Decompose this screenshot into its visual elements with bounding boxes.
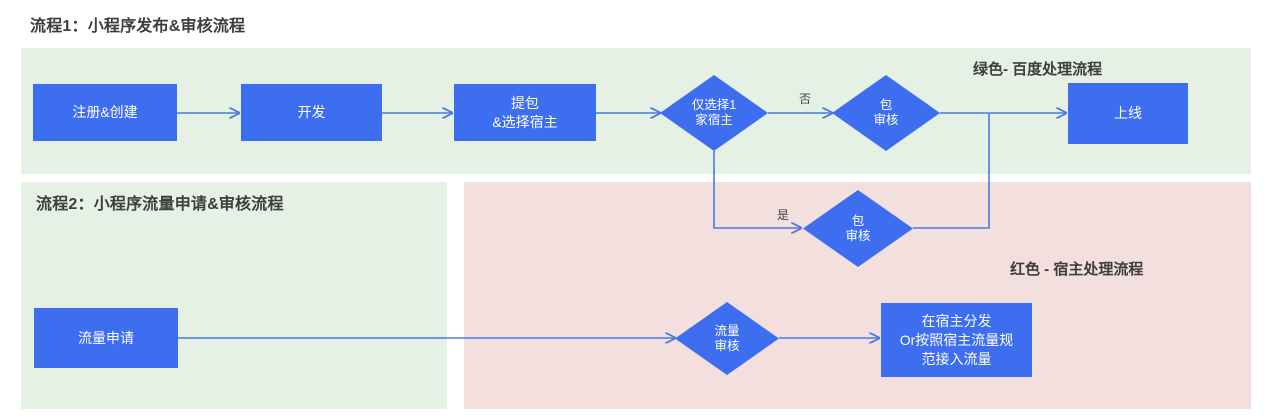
node-develop[interactable]: 开发 — [241, 84, 382, 141]
node-only-one-host[interactable]: 仅选择1 家宿主 — [660, 75, 768, 151]
flow2-title: 流程2：小程序流量申请&审核流程 — [36, 196, 284, 213]
lane-flow2-green — [21, 182, 447, 409]
node-online[interactable]: 上线 — [1068, 83, 1188, 144]
node-package-review-top-label: 包 审核 — [873, 98, 899, 127]
legend-red-label: 红色 - 宿主处理流程 — [1010, 261, 1144, 278]
flow1-title: 流程1：小程序发布&审核流程 — [30, 18, 246, 35]
node-package-review-top[interactable]: 包 审核 — [832, 75, 940, 151]
node-traffic-review[interactable]: 流量 审核 — [675, 302, 779, 375]
node-only-one-host-label: 仅选择1 家宿主 — [691, 98, 737, 127]
node-package-review-bottom[interactable]: 包 审核 — [803, 190, 913, 267]
node-host-distribute[interactable]: 在宿主分发 Or按照宿主流量规 范接入流量 — [881, 303, 1032, 377]
legend-green-label: 绿色- 百度处理流程 — [973, 61, 1103, 78]
node-traffic-apply[interactable]: 流量申请 — [34, 308, 178, 368]
lane-flow1-green — [21, 48, 1251, 174]
edge-label-no: 否 — [799, 92, 812, 106]
node-package-review-bottom-label: 包 审核 — [845, 213, 871, 243]
node-register[interactable]: 注册&创建 — [33, 84, 177, 141]
node-traffic-review-label: 流量 审核 — [714, 323, 740, 353]
edge-label-yes: 是 — [777, 208, 790, 222]
node-submit-package[interactable]: 提包 &选择宿主 — [454, 84, 596, 141]
